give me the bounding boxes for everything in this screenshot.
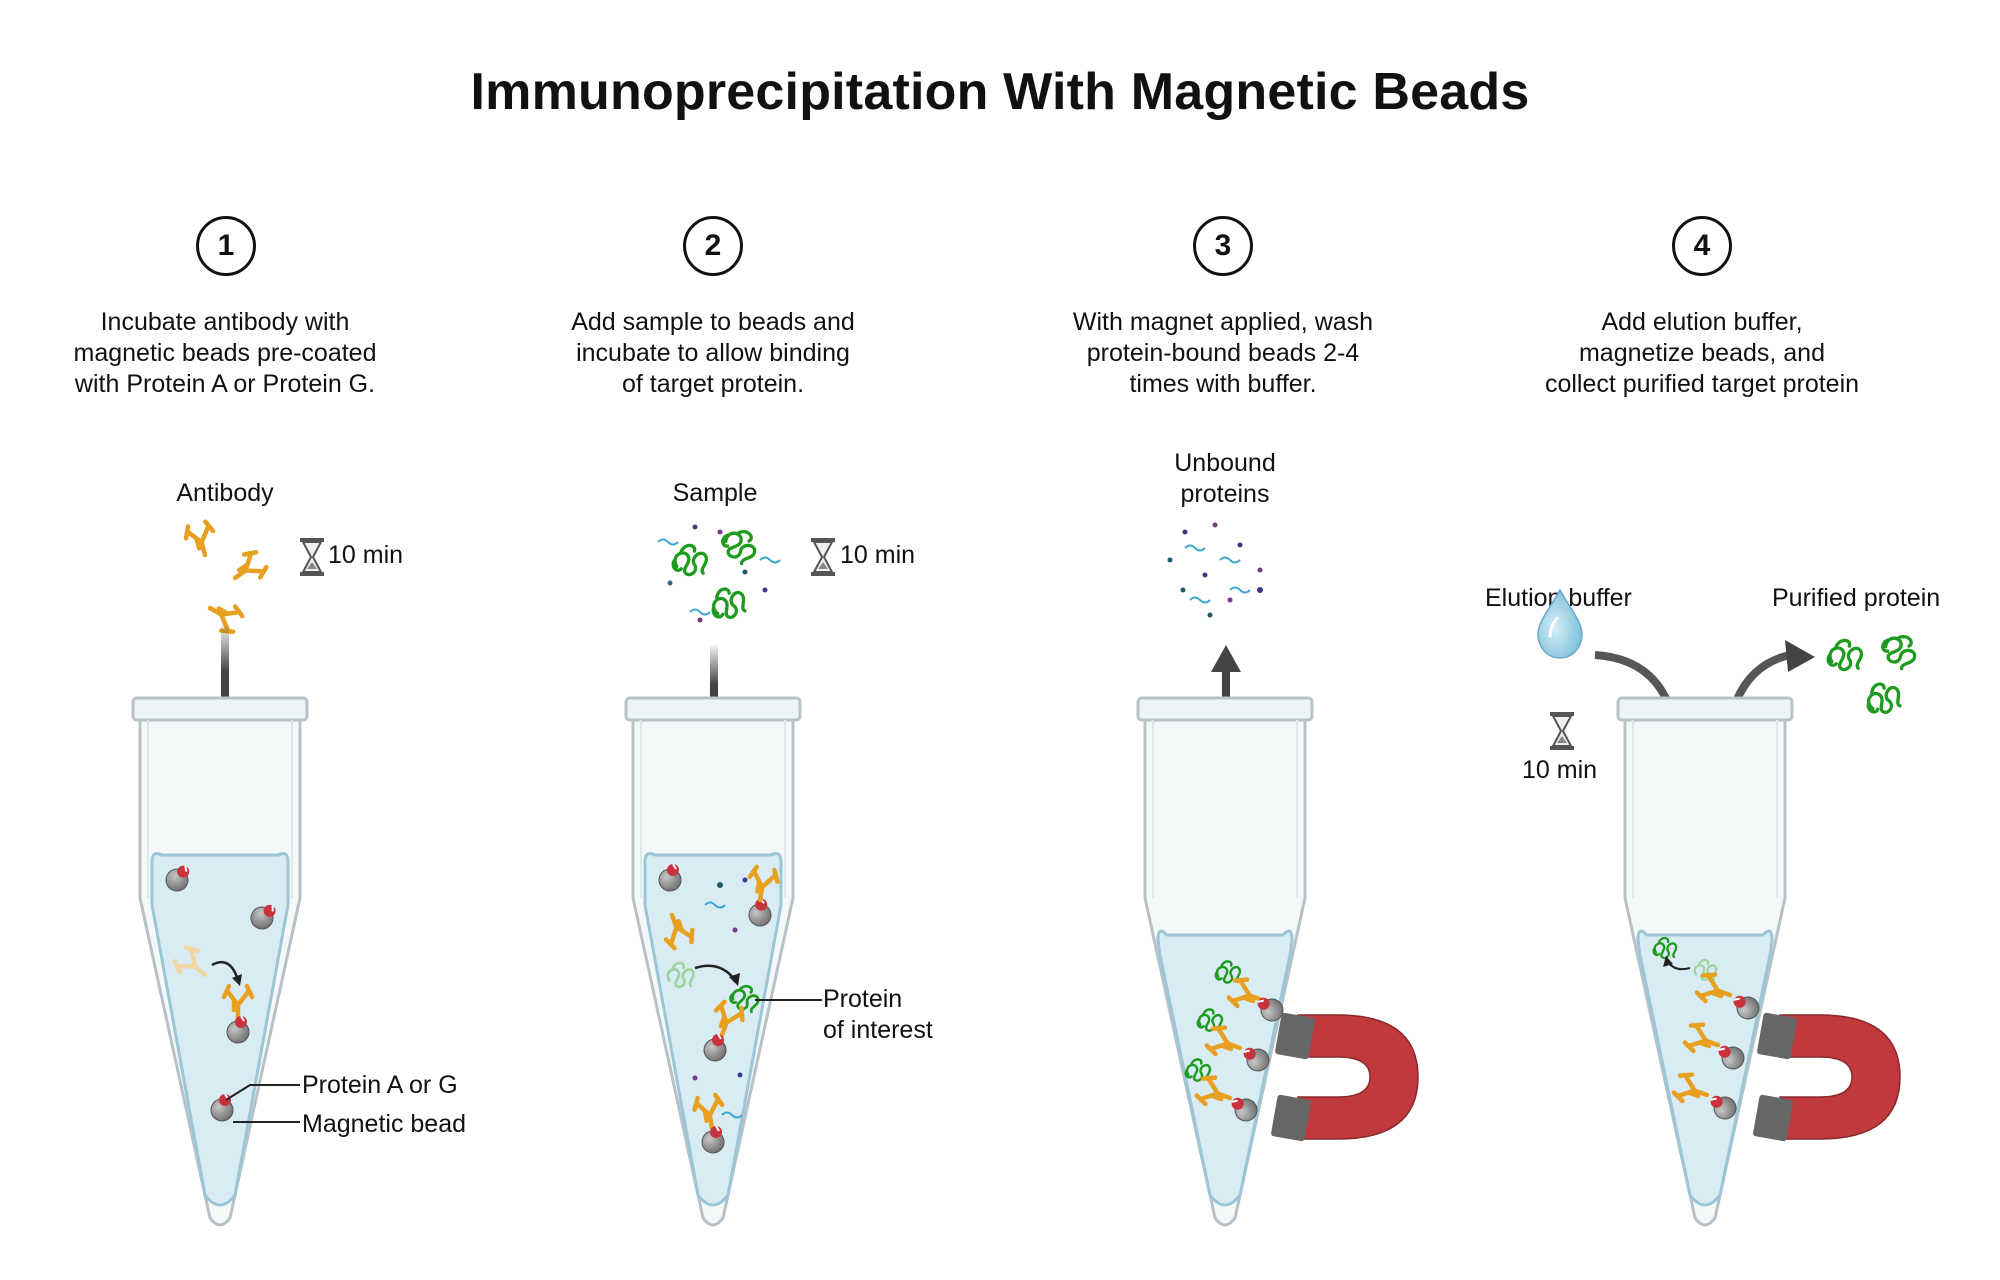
hourglass-icon xyxy=(1549,711,1575,751)
magnet-icon xyxy=(1753,1012,1901,1142)
step-2-description: Add sample to beads and incubate to allo… xyxy=(571,308,855,398)
step-1-description: Incubate antibody with magnetic beads pr… xyxy=(73,308,377,398)
step-4-purified-proteins xyxy=(1826,626,1924,720)
tube-4 xyxy=(1616,696,1794,1227)
step-4-number: 4 xyxy=(1672,216,1732,276)
step-2-sample-proteins xyxy=(657,521,781,625)
time-label-2: 10 min xyxy=(840,541,916,569)
droplet-icon xyxy=(1537,588,1583,659)
time-label-4: 10 min xyxy=(1522,756,1598,784)
unbound-proteins-label: Unbound proteins xyxy=(1174,449,1276,508)
step-3-unbound-particles xyxy=(1167,522,1263,618)
tube-2 xyxy=(624,696,802,1227)
tube-1 xyxy=(131,696,309,1227)
step-1-leader-lines xyxy=(225,1084,300,1123)
step-2-contents xyxy=(659,863,822,1154)
hourglass-icon xyxy=(299,537,325,577)
time-label-1: 10 min xyxy=(328,541,404,569)
step-1-antibodies xyxy=(183,520,269,636)
step-2-number: 2 xyxy=(683,216,743,276)
step-3-description: With magnet applied, wash protein-bound … xyxy=(1072,308,1374,398)
magnetic-bead-label: Magnetic bead xyxy=(302,1110,467,1138)
step-4-description: Add elution buffer, magnetize beads, and… xyxy=(1544,308,1860,398)
protein-of-interest-label: Protein of interest xyxy=(823,985,933,1044)
protein-a-or-g-label: Protein A or G xyxy=(302,1071,458,1099)
magnet-icon xyxy=(1271,1012,1419,1142)
purified-protein-label: Purified protein xyxy=(1772,584,1941,612)
step-1-beads xyxy=(161,860,281,1122)
page-title: Immunoprecipitation With Magnetic Beads xyxy=(470,63,1530,121)
step-1-number: 1 xyxy=(196,216,256,276)
antibody-label: Antibody xyxy=(176,479,274,507)
step-3-number: 3 xyxy=(1193,216,1253,276)
step-4-contents xyxy=(1652,936,1764,1124)
sample-label: Sample xyxy=(672,479,758,507)
hourglass-icon xyxy=(810,537,836,577)
